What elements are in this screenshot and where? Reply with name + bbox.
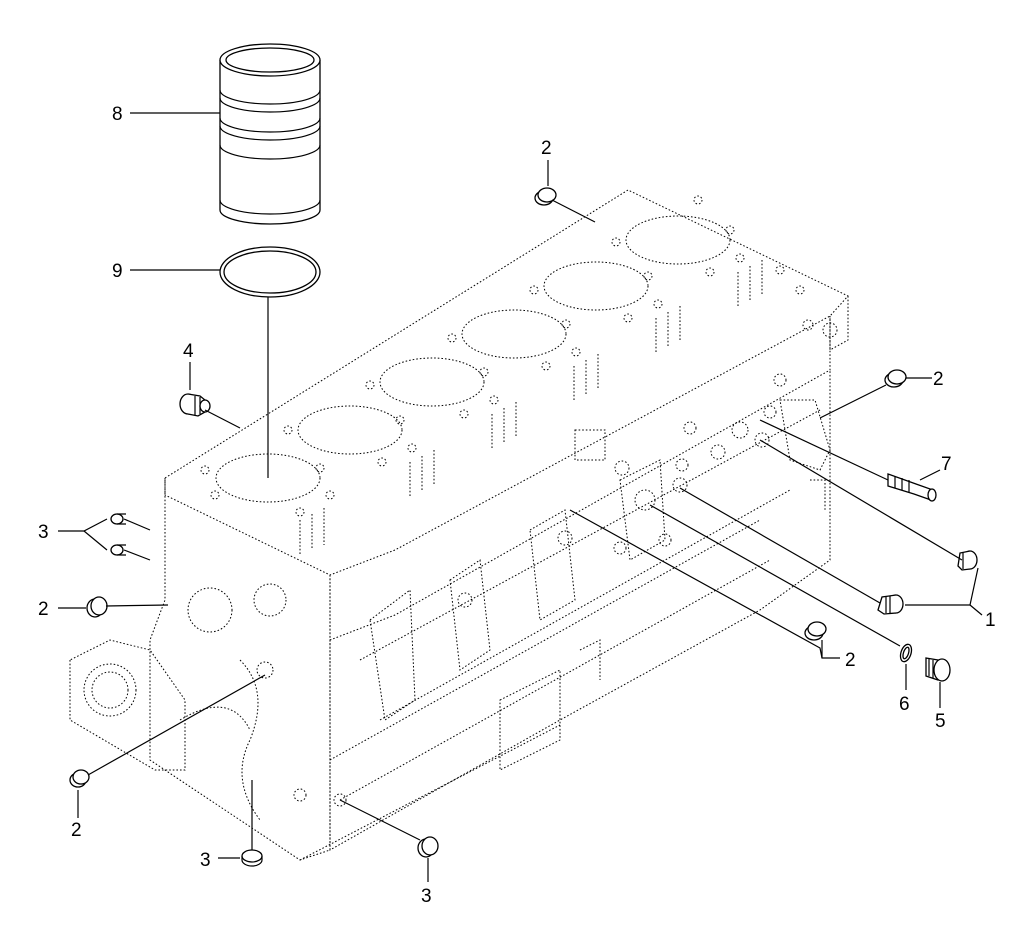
dowel-pin-lower: [110, 544, 126, 556]
small-o-ring: [899, 643, 913, 663]
threaded-plug-4: [179, 393, 211, 417]
callout-1: 1: [985, 610, 996, 631]
callout-3-left: 3: [38, 522, 49, 543]
liner-o-ring-part: [219, 246, 321, 298]
callout-4: 4: [183, 341, 194, 362]
cup-plug-bottom-left: [69, 769, 90, 788]
threaded-plug-1-upper: [957, 550, 978, 571]
callout-9: 9: [112, 261, 123, 282]
callout-5: 5: [935, 711, 946, 732]
callout-3-bottom: 3: [200, 850, 211, 871]
piston-cooling-nozzle: [887, 473, 937, 502]
callout-2-right: 2: [933, 369, 944, 390]
callout-8: 8: [112, 104, 123, 125]
cylinder-liner-part: [219, 43, 321, 225]
threaded-plug-1-lower: [877, 594, 904, 615]
cylinder-block: [69, 189, 849, 861]
callout-2-bottom-left: 2: [71, 820, 82, 841]
callout-labels: 8 9 4 2 2 7 1 2 6 5 3 2 2 3 3: [38, 104, 996, 907]
leader-lines: [58, 112, 983, 882]
cup-plug-top: [534, 187, 557, 206]
cup-plug-right: [884, 369, 907, 388]
callout-2-top: 2: [541, 138, 552, 159]
callout-2-left: 2: [38, 599, 49, 620]
callout-2-middle: 2: [845, 650, 856, 671]
callout-7: 7: [941, 454, 952, 475]
callout-6: 6: [899, 694, 910, 715]
dowel-pin-bottom: [241, 849, 263, 867]
dowel-pin-front: [417, 836, 439, 858]
cup-plug-left: [86, 596, 108, 618]
threaded-plug-5: [925, 657, 951, 682]
callout-3-front: 3: [421, 886, 432, 907]
dowel-pin-upper: [110, 513, 126, 525]
cup-plug-middle: [804, 621, 827, 641]
